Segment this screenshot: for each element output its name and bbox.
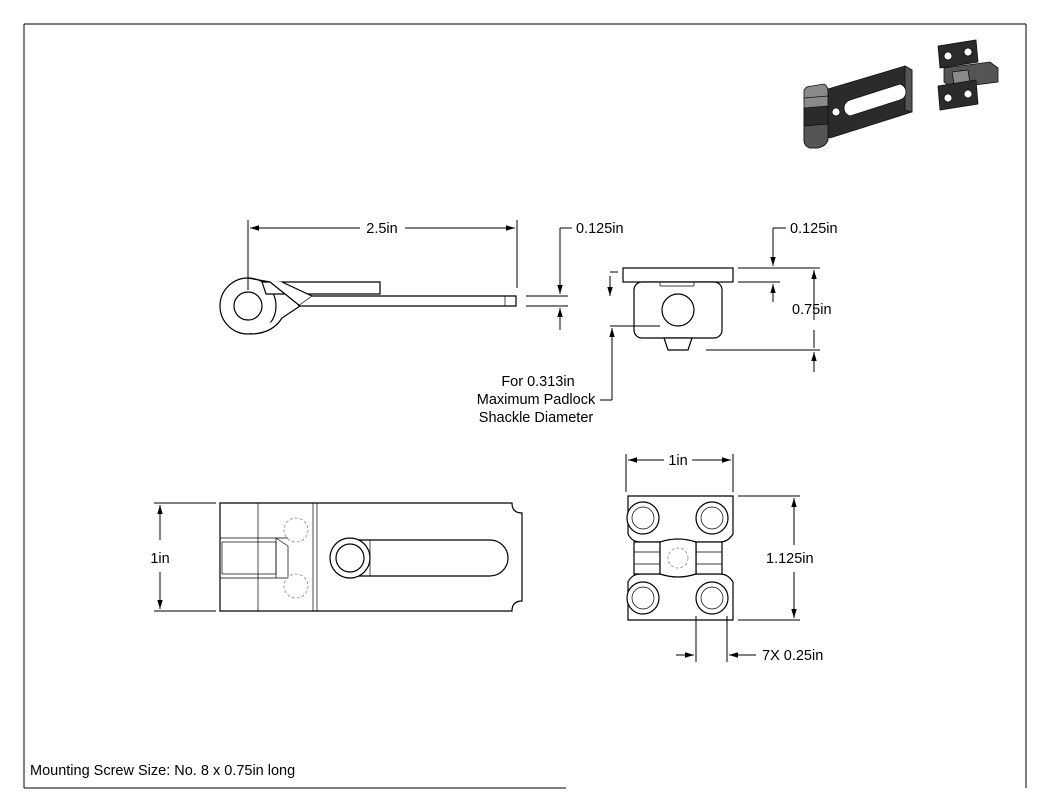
dim-staple-thickness: 0.125in: [738, 221, 838, 302]
hasp-top-view: [219, 502, 523, 612]
mounting-screw-note: Mounting Screw Size: No. 8 x 0.75in long: [30, 763, 295, 779]
dim-staple-width: 1in: [625, 453, 734, 492]
dim-hasp-width: 1in: [150, 502, 216, 612]
end-view: [622, 267, 734, 351]
padlock-note-line3: Shackle Diameter: [479, 410, 594, 426]
side-view: [219, 277, 517, 335]
dim-hasp-width-label: 1in: [150, 551, 169, 567]
dim-staple-width-label: 1in: [668, 453, 687, 469]
dim-strap-thickness-label: 0.125in: [576, 221, 624, 237]
staple-top-view: [626, 495, 734, 621]
dim-staple-length-label: 1.125in: [766, 551, 814, 567]
dim-staple-thickness-label: 0.125in: [790, 221, 838, 237]
dim-overall-length: 2.5in: [247, 220, 518, 290]
dim-staple-length: 1.125in: [738, 495, 814, 621]
dim-hole-diameter-label: 7X 0.25in: [762, 648, 823, 664]
dim-staple-height-label: 0.75in: [792, 302, 832, 318]
dim-hole-diameter: 7X 0.25in: [676, 616, 823, 664]
padlock-note-line2: Maximum Padlock: [477, 392, 596, 408]
isometric-view: [803, 39, 999, 149]
dim-strap-thickness: 0.125in: [526, 221, 624, 330]
dim-staple-height: 0.75in: [706, 270, 832, 372]
dim-overall-length-label: 2.5in: [366, 221, 397, 237]
padlock-note: For 0.313in Maximum Padlock Shackle Diam…: [477, 271, 660, 426]
padlock-note-line1: For 0.313in: [501, 374, 574, 390]
sheet-border: [23, 23, 1027, 789]
